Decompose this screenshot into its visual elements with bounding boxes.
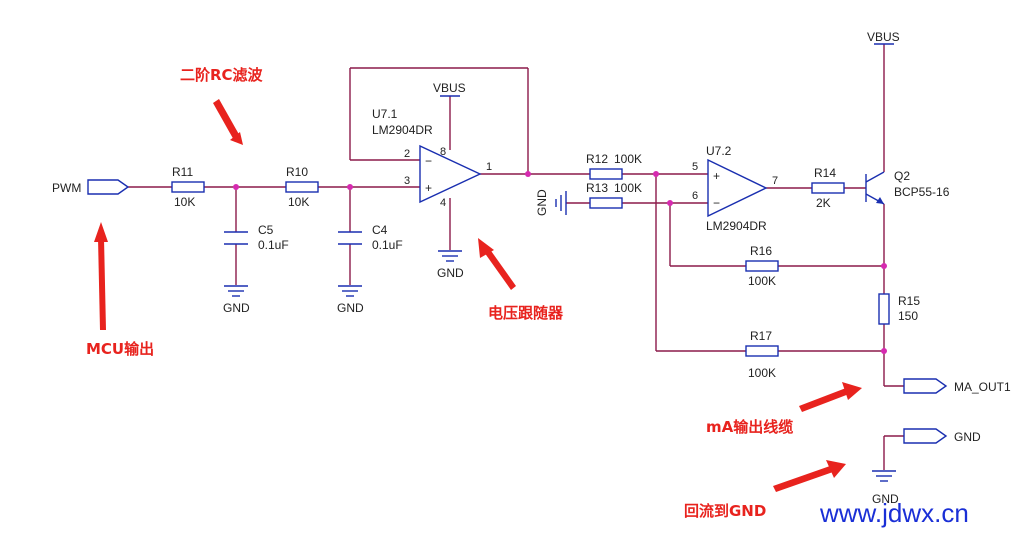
r10-ref: R10 <box>286 165 308 179</box>
resistor-r13: R13 100K <box>586 181 642 209</box>
r15-ref: R15 <box>898 294 920 308</box>
annotations: 二阶RC滤波 MCU输出 电压跟随器 mA输出线缆 回流到GND <box>86 66 862 520</box>
gnd-label-r13: GND <box>535 189 549 216</box>
u72-pin7: 7 <box>772 175 778 187</box>
u71-ref: U7.1 <box>372 107 398 121</box>
u71-pin4: 4 <box>440 197 446 209</box>
annotation-return-gnd: 回流到GND <box>684 502 766 520</box>
gnd-port: GND <box>903 428 981 444</box>
arrow-mcu-out <box>98 238 106 330</box>
r11-ref: R11 <box>172 165 193 179</box>
r16-ref: R16 <box>750 244 772 258</box>
capacitor-c4: C4 0.1uF <box>338 223 403 252</box>
u71-pin1: 1 <box>486 161 492 173</box>
u71-minus-sign: − <box>425 154 432 168</box>
gnd-symbol-c4: GND <box>337 285 364 315</box>
u72-plus-sign: + <box>713 169 720 183</box>
c4-value: 0.1uF <box>372 238 403 252</box>
gnd-symbol-r13: GND <box>535 189 567 216</box>
arrow-rc-filter <box>213 99 241 142</box>
watermark: www.jdwx.cn <box>819 498 969 528</box>
resistor-r14: R14 2K <box>811 166 845 210</box>
arrow-follower <box>484 248 516 290</box>
u72-ref: U7.2 <box>706 144 732 158</box>
resistor-r15: R15 150 <box>878 293 920 325</box>
annotation-mcu-out: MCU输出 <box>86 340 154 358</box>
resistor-r16: R16 100K <box>745 244 779 288</box>
arrow-ma-cable <box>799 388 849 412</box>
gnd-port-label: GND <box>954 430 981 444</box>
r10-value: 10K <box>288 195 309 209</box>
vbus-label-u71: VBUS <box>433 81 466 95</box>
gnd-label-c4: GND <box>337 301 364 315</box>
u71-pin8: 8 <box>440 146 446 158</box>
u72-pin5: 5 <box>692 161 698 173</box>
r17-value: 100K <box>748 366 776 380</box>
vbus-symbol-u71: VBUS <box>433 81 466 97</box>
gnd-symbol-c5: GND <box>223 285 250 315</box>
q2-part: BCP55-16 <box>894 185 950 199</box>
wires <box>128 44 904 470</box>
transistor-q2: Q2 BCP55-16 <box>865 169 950 205</box>
u71-plus-sign: + <box>425 181 432 195</box>
pwm-label: PWM <box>52 181 81 195</box>
capacitor-c5: C5 0.1uF <box>224 223 289 252</box>
r14-ref: R14 <box>814 166 836 180</box>
resistor-r10: R10 10K <box>285 165 319 209</box>
opamp-u7-2: + − U7.2 LM2904DR 5 6 7 <box>692 144 778 233</box>
gnd-symbol-u71: GND <box>437 250 464 280</box>
r12-ref: R12 <box>586 152 608 166</box>
u71-pin3: 3 <box>404 175 410 187</box>
ma-out-label: MA_OUT1 <box>954 380 1011 394</box>
arrow-return-gnd <box>773 466 833 492</box>
resistor-r12: R12 100K <box>586 152 642 180</box>
u71-part: LM2904DR <box>372 123 433 137</box>
annotation-ma-cable: mA输出线缆 <box>706 418 793 436</box>
r16-value: 100K <box>748 274 776 288</box>
u71-pin2: 2 <box>404 148 410 160</box>
r14-value: 2K <box>816 196 831 210</box>
c5-ref: C5 <box>258 223 274 237</box>
resistor-r17: R17 100K <box>745 329 779 380</box>
resistor-r11: R11 10K <box>171 165 205 209</box>
r17-ref: R17 <box>750 329 772 343</box>
r12-value: 100K <box>614 152 642 166</box>
r13-value: 100K <box>614 181 642 195</box>
c5-value: 0.1uF <box>258 238 289 252</box>
q2-ref: Q2 <box>894 169 910 183</box>
u72-pin6: 6 <box>692 190 698 202</box>
c4-ref: C4 <box>372 223 388 237</box>
r11-value: 10K <box>174 195 195 209</box>
r15-value: 150 <box>898 309 918 323</box>
gnd-label-c5: GND <box>223 301 250 315</box>
vbus-symbol-q2: VBUS <box>867 30 900 45</box>
r13-ref: R13 <box>586 181 608 195</box>
ma-out-port: MA_OUT1 <box>903 378 1011 394</box>
vbus-label-q2: VBUS <box>867 30 900 44</box>
annotation-rc-filter: 二阶RC滤波 <box>180 66 264 84</box>
opamp-u7-1: − + U7.1 LM2904DR 2 3 1 8 4 <box>372 107 492 209</box>
gnd-label-bottom: GND <box>872 492 899 506</box>
u72-minus-sign: − <box>713 196 720 210</box>
gnd-label-u71: GND <box>437 266 464 280</box>
pwm-port: PWM <box>52 179 130 195</box>
u72-part: LM2904DR <box>706 219 767 233</box>
annotation-follower: 电压跟随器 <box>488 304 564 322</box>
gnd-symbol-bottom: GND <box>872 470 899 506</box>
junctions <box>233 171 887 354</box>
